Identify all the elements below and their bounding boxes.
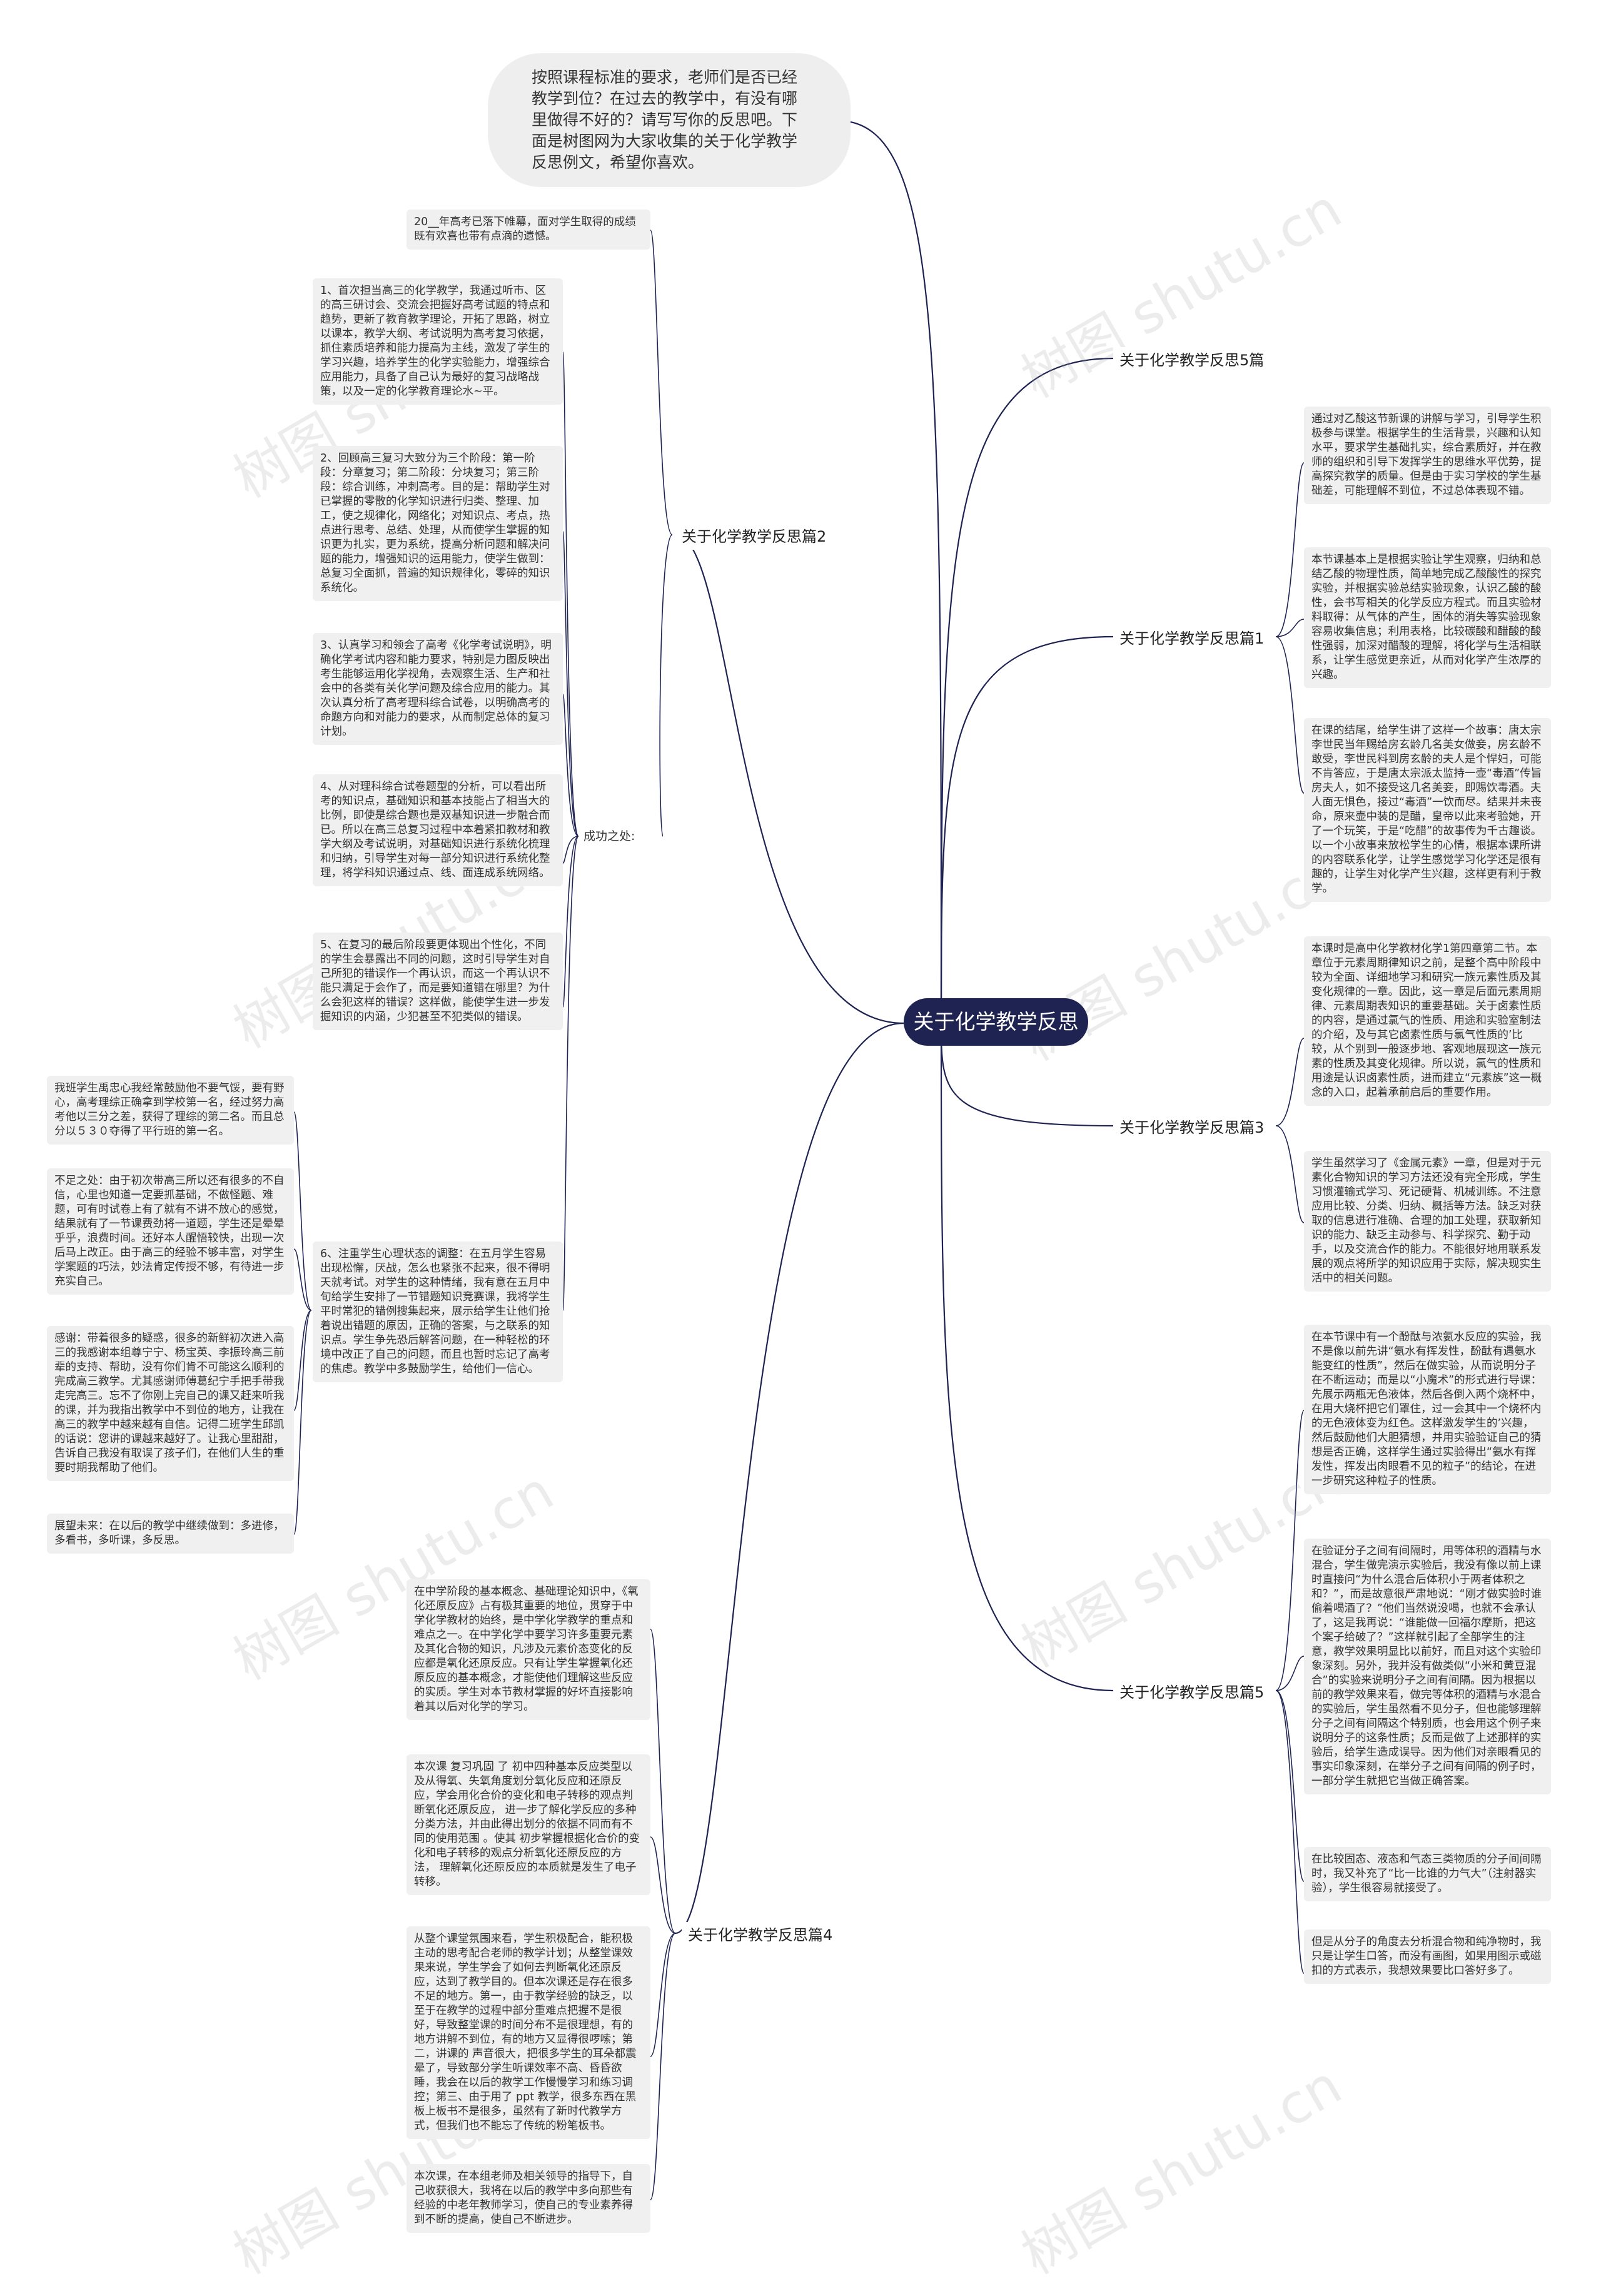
article-2-leaf[interactable]: 20__年高考已落下帷幕，面对学生取得的成绩既有欢喜也带有点滴的遗憾。 xyxy=(407,210,650,250)
article-5-leaf[interactable]: 在验证分子之间有间隔时，用等体积的酒精与水混合，学生做完演示实验后，我没有像以前… xyxy=(1304,1539,1551,1794)
reflection-leaf[interactable]: 感谢：带着很多的疑惑，很多的新鲜初次进入高三的我感谢本组尊宁宁、杨宝英、李振玲高… xyxy=(47,1326,294,1481)
intro-node[interactable]: 按照课程标准的要求，老师们是否已经教学到位？在过去的教学中，有没有哪里做得不好的… xyxy=(488,53,851,187)
article-1-leaf[interactable]: 通过对乙酸这节新课的讲解与学习，引导学生积极参与课堂。根据学生的生活背景，兴趣和… xyxy=(1304,407,1551,504)
branch-title-5-articles[interactable]: 关于化学教学反思5篇 xyxy=(1113,347,1271,373)
reflection-leaf[interactable]: 展望未来：在以后的教学中继续做到：多进修，多看书，多听课，多反思。 xyxy=(47,1514,294,1554)
success-leaf[interactable]: 3、认真学习和领会了高考《化学考试说明》，明确化学考试内容和能力要求，特别是力图… xyxy=(313,633,563,745)
reflection-leaf[interactable]: 我班学生禹忠心我经常鼓励他不要气馁，要有野心，高考理综正确拿到学校第一名，经过努… xyxy=(47,1076,294,1145)
success-leaf[interactable]: 2、回顾高三复习大致分为三个阶段：第一阶段：分章复习；第二阶段：分块复习；第三阶… xyxy=(313,446,563,601)
article-4-leaf[interactable]: 本次课，在本组老师及相关领导的指导下，自己收获很大，我将在以后的教学中多向那些有… xyxy=(407,2164,650,2233)
article-1-leaf[interactable]: 在课的结尾，给学生讲了这样一个故事：唐太宗李世民当年赐给房玄龄几名美女做妾，房玄… xyxy=(1304,718,1551,902)
success-leaf[interactable]: 1、首次担当高三的化学教学，我通过听市、区的高三研讨会、交流会把握好高考试题的特… xyxy=(313,278,563,405)
article-4-leaf[interactable]: 本次课 复习巩固 了 初中四种基本反应类型以及从得氧、失氧角度划分氧化反应和还原… xyxy=(407,1754,650,1895)
article-4-leaf[interactable]: 在中学阶段的基本概念、基础理论知识中，《氧化还原反应》占有极其重要的地位，贯穿于… xyxy=(407,1579,650,1720)
reflection-leaf[interactable]: 不足之处：由于初次带高三所以还有很多的不自信，心里也知道一定要抓基础，不做怪题、… xyxy=(47,1168,294,1295)
success-leaf[interactable]: 4、从对理科综合试卷题型的分析，可以看出所考的知识点，基础知识和基本技能占了相当… xyxy=(313,774,563,886)
article-3-leaf[interactable]: 学生虽然学习了《金属元素》一章，但是对于元素化合物知识的学习方法还没有完全形成，… xyxy=(1304,1151,1551,1292)
article-3-leaf[interactable]: 本课时是高中化学教材化学1第四章第二节。本章位于元素周期律知识之前，是整个高中阶… xyxy=(1304,936,1551,1106)
sub-title-success[interactable]: 成功之处: xyxy=(578,826,640,847)
branch-title-article-1[interactable]: 关于化学教学反思篇1 xyxy=(1113,625,1271,652)
root-node[interactable]: 关于化学教学反思 xyxy=(904,998,1088,1046)
branch-title-article-3[interactable]: 关于化学教学反思篇3 xyxy=(1113,1115,1271,1141)
article-5-leaf[interactable]: 但是从分子的角度去分析混合物和纯净物时，我只是让学生口答，而没有画图，如果用图示… xyxy=(1304,1929,1551,1984)
branch-title-article-4[interactable]: 关于化学教学反思篇4 xyxy=(682,1922,839,1948)
success-leaf[interactable]: 5、在复习的最后阶段要更体现出个性化，不同的学生会暴露出不同的问题，这时引导学生… xyxy=(313,933,563,1030)
article-5-leaf[interactable]: 在本节课中有一个酚酞与浓氨水反应的实验，我不是像以前先讲“氨水有挥发性，酚酞有遇… xyxy=(1304,1325,1551,1494)
success-leaf[interactable]: 6、注重学生心理状态的调整：在五月学生容易出现松懈，厌战，怎么也紧张不起来，很不… xyxy=(313,1242,563,1382)
article-5-leaf[interactable]: 在比较固态、液态和气态三类物质的分子间间隔时，我又补充了“比一比谁的力气大”（注… xyxy=(1304,1847,1551,1901)
article-1-leaf[interactable]: 本节课基本上是根据实验让学生观察，归纳和总结乙酸的物理性质，简单地完成乙酸酸性的… xyxy=(1304,547,1551,688)
branch-title-article-2[interactable]: 关于化学教学反思篇2 xyxy=(675,523,833,550)
article-4-leaf[interactable]: 从整个课堂氛围来看，学生积极配合，能积极主动的思考配合老师的教学计划；从整堂课效… xyxy=(407,1926,650,2139)
branch-title-article-5[interactable]: 关于化学教学反思篇5 xyxy=(1113,1679,1271,1706)
